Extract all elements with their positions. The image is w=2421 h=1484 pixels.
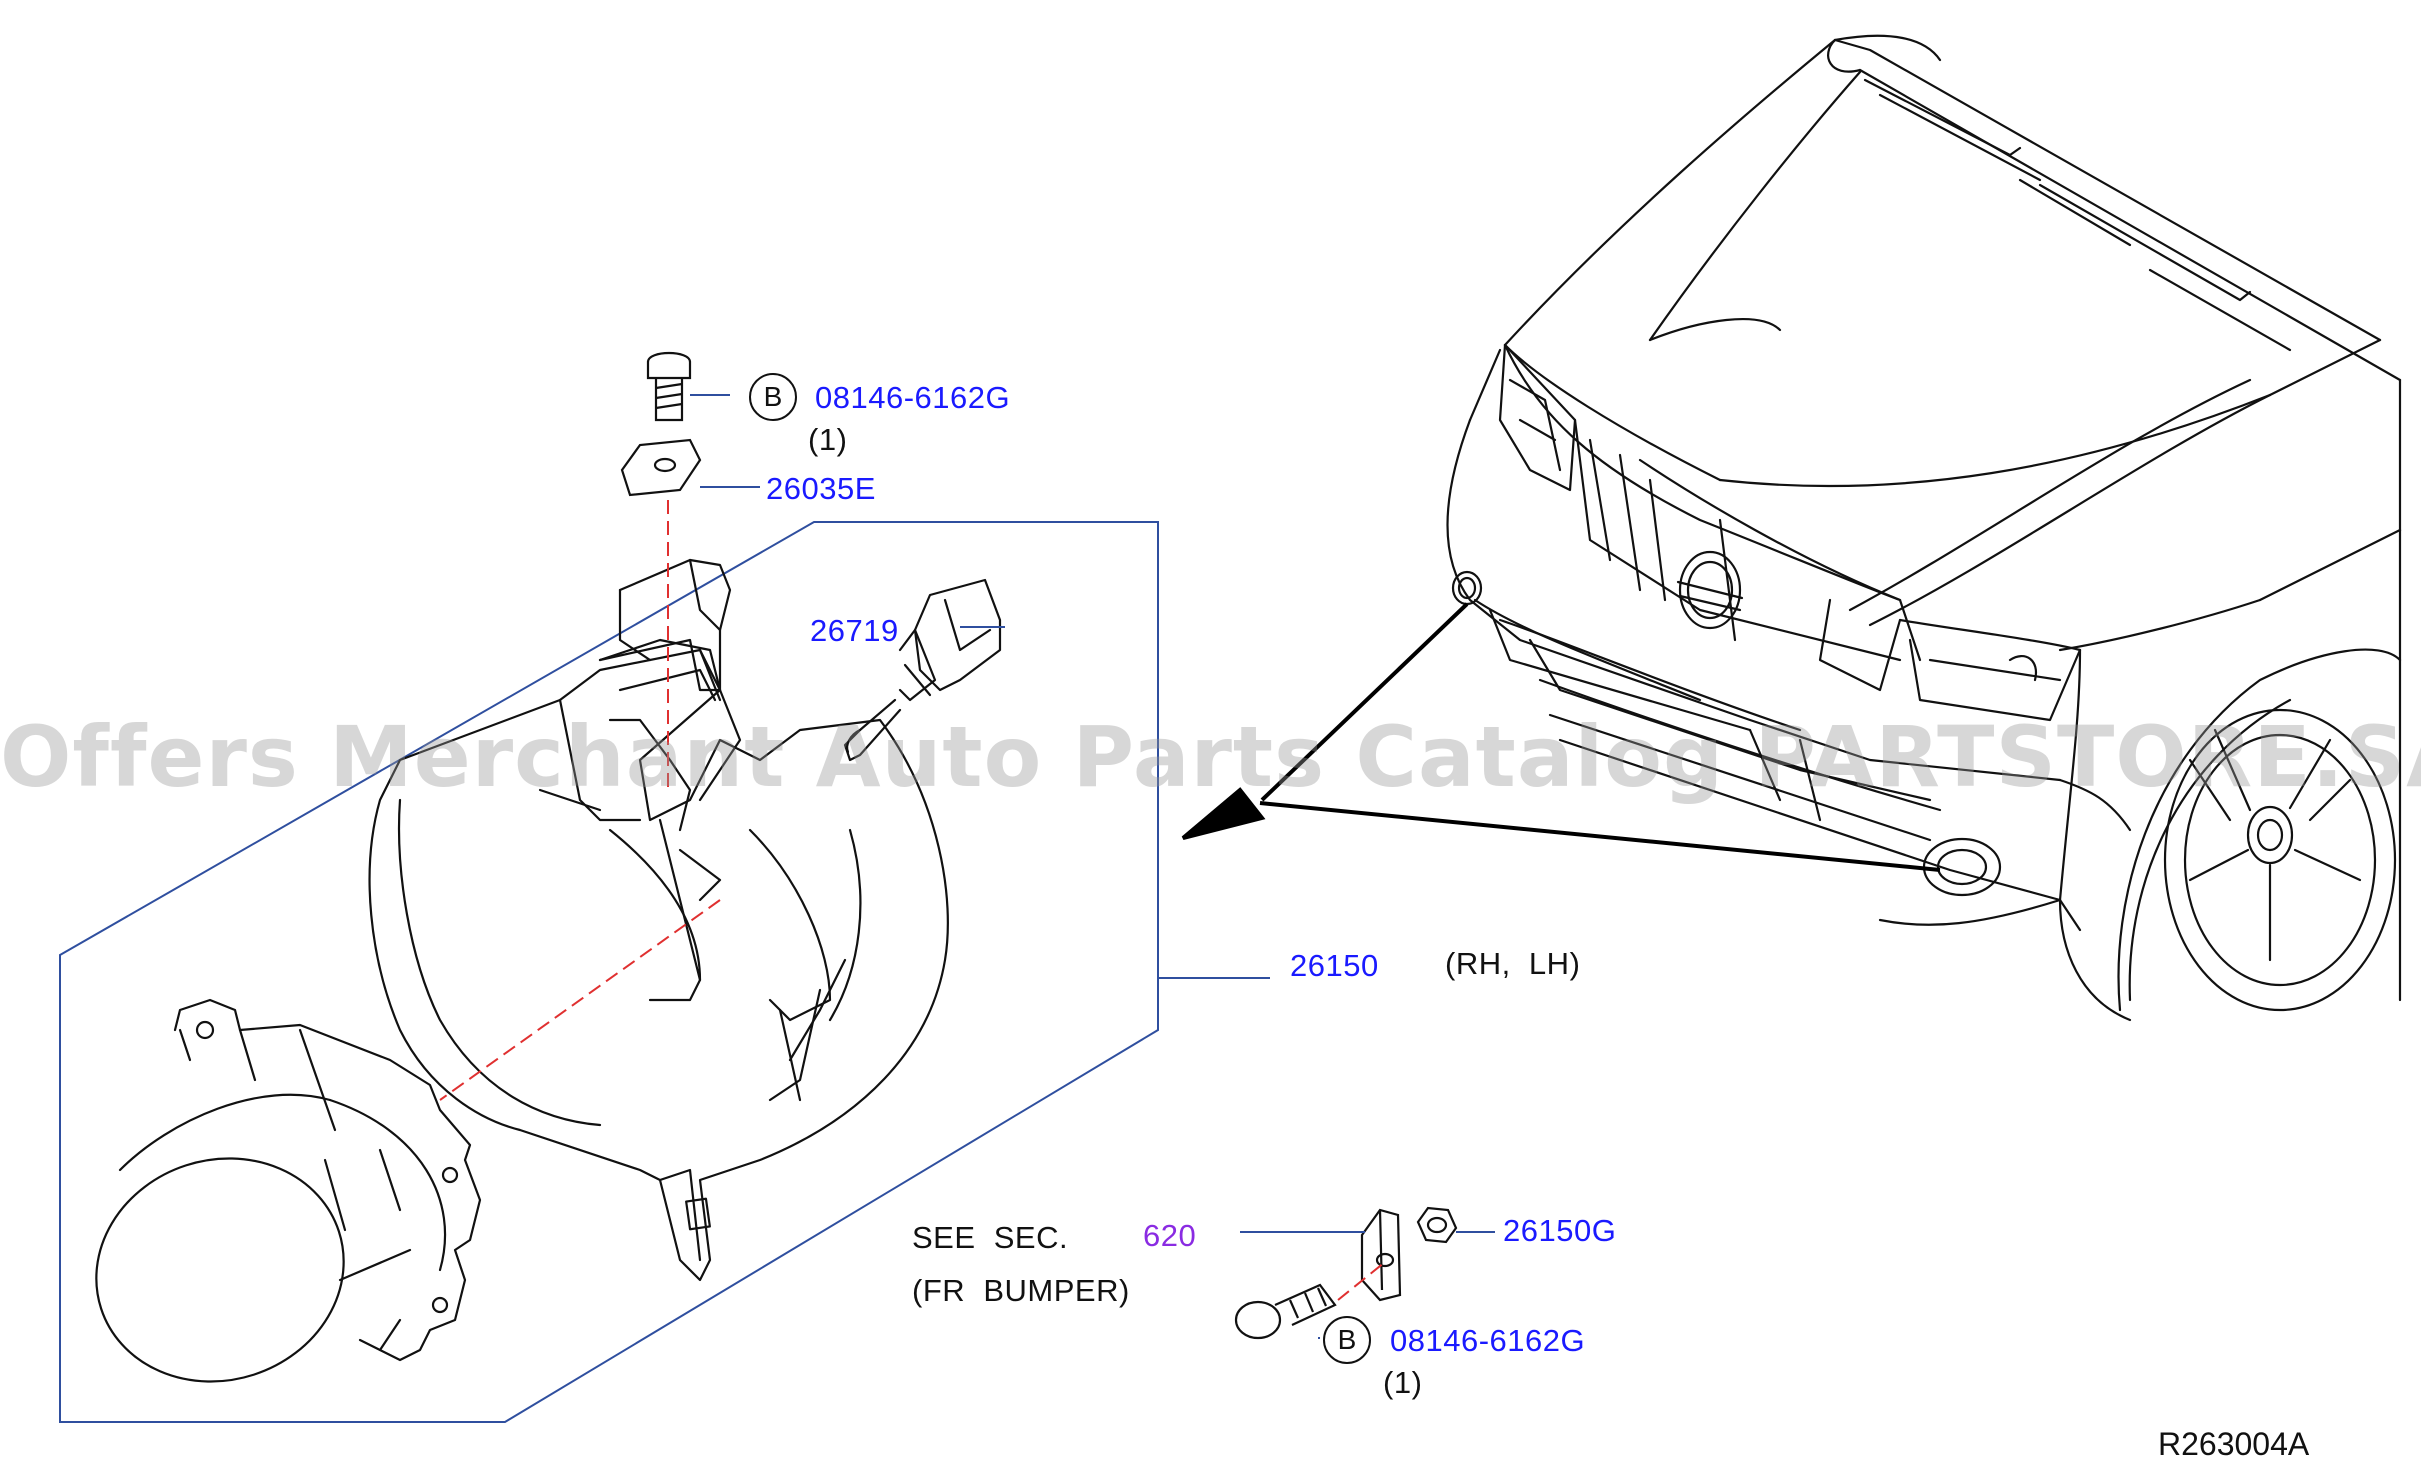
part-number-clip-top[interactable]: 26035E bbox=[766, 471, 876, 506]
part-number-bolt-bottom[interactable]: 08146-6162G bbox=[1390, 1323, 1586, 1358]
bottom-nut-illustration bbox=[1416, 1206, 1458, 1244]
bottom-bolt-illustration bbox=[1234, 1283, 1337, 1340]
top-clip-illustration bbox=[620, 438, 702, 497]
qty-bolt-bottom: (1) bbox=[1383, 1365, 1423, 1400]
top-screw-illustration bbox=[646, 352, 692, 422]
assembly-outline bbox=[59, 521, 1159, 1423]
fog-lamp-side-note: (RH, LH) bbox=[1445, 946, 1581, 981]
location-arrows bbox=[1181, 602, 1941, 872]
symbol-b-bottom: B bbox=[1323, 1316, 1371, 1364]
symbol-b-top: B bbox=[749, 373, 797, 421]
part-number-nut[interactable]: 26150G bbox=[1503, 1213, 1617, 1248]
fog-lamp-illustration bbox=[95, 558, 1002, 1383]
vehicle-illustration bbox=[1446, 34, 2402, 1022]
bottom-clip-illustration bbox=[1360, 1208, 1402, 1302]
section-link-620[interactable]: 620 bbox=[1143, 1218, 1197, 1253]
qty-bolt-top: (1) bbox=[808, 422, 848, 457]
part-number-fog-lamp[interactable]: 26150 bbox=[1290, 948, 1379, 983]
see-section-desc: (FR BUMPER) bbox=[912, 1273, 1130, 1308]
diagram-reference: R263004A bbox=[2158, 1426, 2310, 1462]
part-number-bolt-top[interactable]: 08146-6162G bbox=[815, 380, 1011, 415]
center-lines bbox=[439, 500, 1386, 1301]
part-number-bulb[interactable]: 26719 bbox=[810, 613, 899, 648]
see-section-prefix: SEE SEC. bbox=[912, 1220, 1069, 1255]
leader-lines bbox=[690, 394, 1495, 1339]
